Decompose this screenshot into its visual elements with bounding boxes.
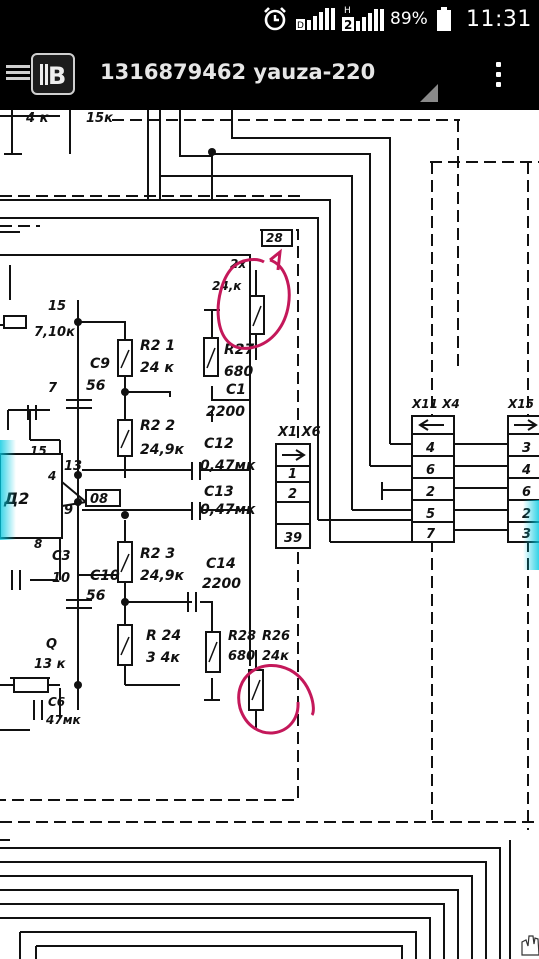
schematic-drawing: 4 к 15к R2 1 24 к R2 2 24,9к R2 3 24,9к … <box>0 110 539 959</box>
app-logo-letter: B <box>48 62 66 90</box>
sim-slot-label: 2 <box>344 18 352 32</box>
label-r23: R2 3 <box>140 546 175 562</box>
alarm-icon <box>262 0 292 38</box>
label-small-24k: 24,к <box>212 279 242 293</box>
label-x1x6: X1 X6 <box>277 425 321 440</box>
label-r27: R27 <box>224 342 255 358</box>
label-top-left: 4 к <box>25 111 50 126</box>
label-x15-pin-2: 4 <box>521 463 531 478</box>
label-r23-value: 24,9к <box>140 568 185 584</box>
label-x11x4-pin-1: 4 <box>425 441 435 456</box>
label-x15-pin-3: 6 <box>522 485 531 500</box>
label-r15: 15 <box>48 299 66 314</box>
label-c3: C3 <box>52 549 71 564</box>
label-r24: R 24 <box>146 628 181 644</box>
label-top-left-2: 15к <box>86 111 114 126</box>
dropdown-corner-icon[interactable] <box>420 84 438 102</box>
label-r27-value: 680 <box>224 364 253 380</box>
page-title: 1316879462 yauza-220 <box>100 60 376 84</box>
overflow-dot-icon <box>495 71 501 77</box>
label-c12: C12 <box>204 436 234 452</box>
label-pin8: 8 <box>34 537 42 551</box>
label-x15: X15 <box>507 397 534 411</box>
svg-text:D: D <box>297 21 304 31</box>
action-bar: B 1316879462 yauza-220 <box>0 38 539 110</box>
label-x1x6-pin-1: 1 <box>288 467 297 482</box>
label-pin4: 4 <box>47 469 56 483</box>
label-r28-value: 680 <box>228 649 255 664</box>
label-r21-value: 24 к <box>140 360 174 376</box>
label-c14-value: 2200 <box>202 576 241 592</box>
label-x11x4-pin-5: 7 <box>426 527 436 542</box>
label-r24-value: 3 4к <box>146 650 180 666</box>
label-x1x6-pin-2: 2 <box>288 487 297 502</box>
label-pin08: 08 <box>90 492 108 507</box>
label-rq: Q <box>46 637 57 652</box>
label-c3-value: 10 <box>52 571 70 586</box>
label-c10-value: 56 <box>86 588 106 604</box>
overflow-dot-icon <box>495 61 501 67</box>
label-c6-value: 47мк <box>45 713 82 727</box>
annotation-circles <box>216 248 315 735</box>
label-c9-value: 56 <box>86 378 106 394</box>
label-r26-value: 24к <box>262 649 290 664</box>
label-x15-pin-1: 3 <box>522 441 531 456</box>
label-x11x4-pin-2: 6 <box>426 463 435 478</box>
label-corner-box: 28 <box>266 231 283 245</box>
label-c13: C13 <box>204 484 234 500</box>
label-r21: R2 1 <box>140 338 175 354</box>
label-c1: C1 <box>226 382 246 398</box>
label-c10: C10 <box>90 568 120 584</box>
overflow-menu-button[interactable] <box>480 52 516 96</box>
status-bar: D H 2 89% 11:31 <box>0 0 539 38</box>
label-pin13: 13 <box>64 459 82 474</box>
overflow-dot-icon <box>495 81 501 87</box>
label-r28: R28 <box>228 629 256 644</box>
label-c1-value: 2200 <box>206 404 245 420</box>
app-logo-icon[interactable]: B <box>31 53 75 95</box>
label-rq-value: 13 к <box>34 657 67 672</box>
label-r22: R2 2 <box>140 418 175 434</box>
network-type-label: H <box>344 6 351 16</box>
label-c14: C14 <box>206 556 236 572</box>
label-x1x6-pin-3: 39 <box>284 531 302 546</box>
label-pin9: 9 <box>64 503 73 518</box>
battery-percent: 89% <box>390 9 428 29</box>
label-c13-value: 0,47мк <box>200 502 256 518</box>
hand-cursor-icon <box>521 935 539 956</box>
label-r22-value: 24,9к <box>140 442 185 458</box>
signal-strength-2-icon: H 2 <box>342 0 386 38</box>
drawer-menu-icon[interactable] <box>6 62 32 84</box>
label-x11x4-pin-4: 5 <box>426 507 435 522</box>
label-c12-value: 0,47мк <box>200 458 256 474</box>
label-pin7: 7 <box>48 381 58 396</box>
label-r15-value: 7,10к <box>34 325 76 340</box>
label-x11x4-pin-3: 2 <box>426 485 435 500</box>
label-r26: R26 <box>262 629 290 644</box>
signal-strength-icon: D <box>296 0 340 38</box>
label-c6: C6 <box>48 695 65 709</box>
label-c9: C9 <box>90 356 110 372</box>
battery-icon <box>436 0 454 38</box>
schematic-image-viewer[interactable]: 4 к 15к R2 1 24 к R2 2 24,9к R2 3 24,9к … <box>0 110 539 959</box>
clock-time: 11:31 <box>466 6 532 32</box>
label-x11x4: X11 X4 <box>411 397 460 411</box>
label-pin15: 15 <box>30 444 47 458</box>
